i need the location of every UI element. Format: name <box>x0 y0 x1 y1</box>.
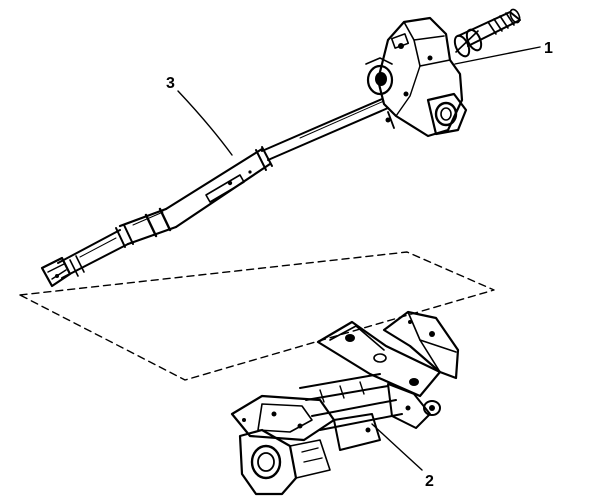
intermediate-shaft <box>40 98 389 288</box>
callout-1: 1 <box>544 40 553 57</box>
lower-column-support <box>230 310 460 496</box>
upper-bracket-housing <box>365 8 521 138</box>
leader-line-1 <box>454 46 541 65</box>
leader-lines <box>177 46 541 471</box>
leader-line-2 <box>371 423 423 471</box>
leader-line-3 <box>177 90 233 156</box>
callout-2: 2 <box>425 473 434 490</box>
assembly-boundary <box>19 251 495 381</box>
callout-3: 3 <box>166 75 175 92</box>
